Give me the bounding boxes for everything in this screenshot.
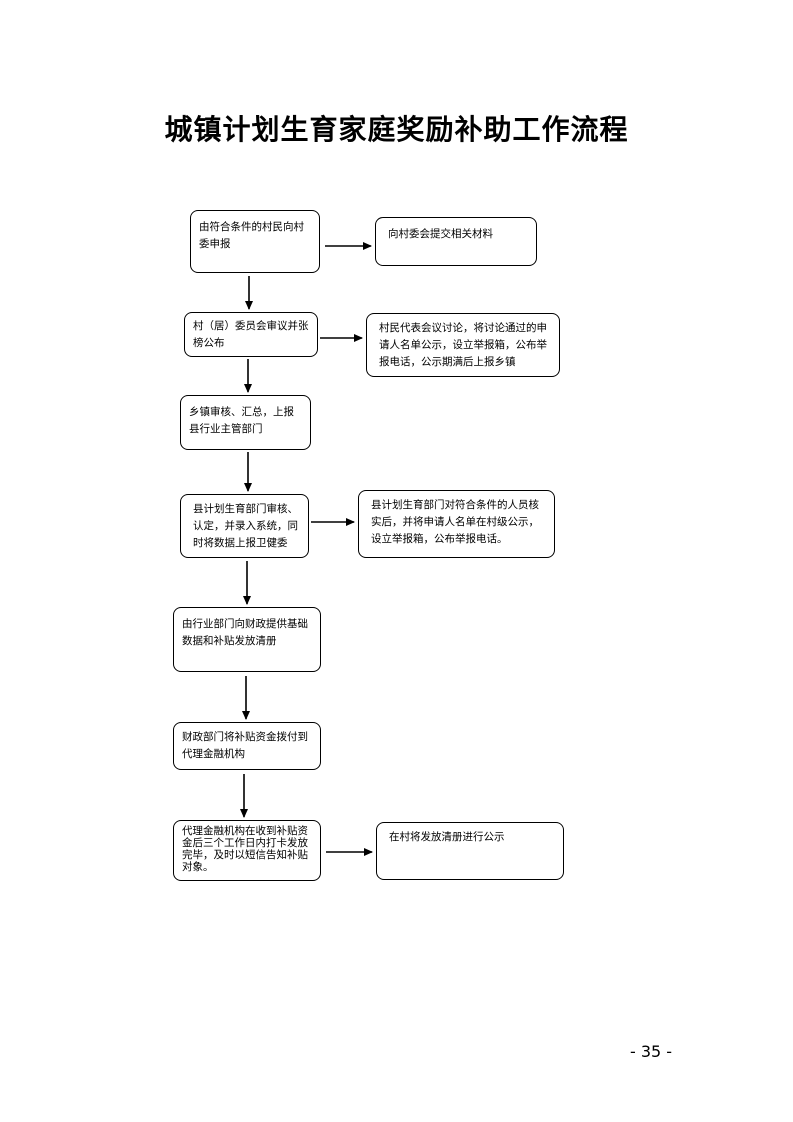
note-text: 在村将发放清册进行公示 bbox=[389, 831, 505, 843]
step-text: 乡镇审核、汇总，上报县行业主管部门 bbox=[189, 406, 294, 435]
step-bank-payment: 代理金融机构在收到补贴资金后三个工作日内打卡发放完毕，及时以短信告知补贴对象。 bbox=[173, 820, 321, 881]
step-text: 代理金融机构在收到补贴资金后三个工作日内打卡发放完毕，及时以短信告知补贴对象。 bbox=[182, 825, 308, 873]
step-finance-data: 由行业部门向财政提供基础数据和补贴发放清册 bbox=[173, 607, 321, 672]
note-submit-materials: 向村委会提交相关材料 bbox=[375, 217, 537, 266]
step-fund-transfer: 财政部门将补贴资金拨付到代理金融机构 bbox=[173, 722, 321, 770]
step-text: 县计划生育部门审核、认定，并录入系统，同时将数据上报卫健委 bbox=[193, 503, 298, 549]
page-title: 城镇计划生育家庭奖励补助工作流程 bbox=[164, 113, 629, 146]
note-text: 村民代表会议讨论，将讨论通过的申请人名单公示，设立举报箱，公布举报电话，公示期满… bbox=[379, 322, 547, 368]
step-text: 村（居）委员会审议并张榜公布 bbox=[193, 320, 309, 349]
note-text: 向村委会提交相关材料 bbox=[388, 228, 493, 240]
step-town-review: 乡镇审核、汇总，上报县行业主管部门 bbox=[180, 395, 311, 450]
note-county-verification: 县计划生育部门对符合条件的人员核实后，并将申请人名单在村级公示，设立举报箱，公布… bbox=[358, 490, 555, 558]
step-village-application: 由符合条件的村民向村委申报 bbox=[190, 210, 320, 273]
page-number: - 35 - bbox=[630, 1042, 673, 1061]
step-county-review: 县计划生育部门审核、认定，并录入系统，同时将数据上报卫健委 bbox=[180, 494, 309, 558]
step-text: 财政部门将补贴资金拨付到代理金融机构 bbox=[182, 731, 308, 760]
step-committee-review: 村（居）委员会审议并张榜公布 bbox=[184, 312, 318, 357]
note-text: 县计划生育部门对符合条件的人员核实后，并将申请人名单在村级公示，设立举报箱，公布… bbox=[371, 499, 539, 545]
step-text: 由符合条件的村民向村委申报 bbox=[199, 221, 304, 250]
note-public-notice: 村民代表会议讨论，将讨论通过的申请人名单公示，设立举报箱，公布举报电话，公示期满… bbox=[366, 313, 560, 377]
step-text: 由行业部门向财政提供基础数据和补贴发放清册 bbox=[182, 618, 308, 647]
note-list-publicity: 在村将发放清册进行公示 bbox=[376, 822, 564, 880]
